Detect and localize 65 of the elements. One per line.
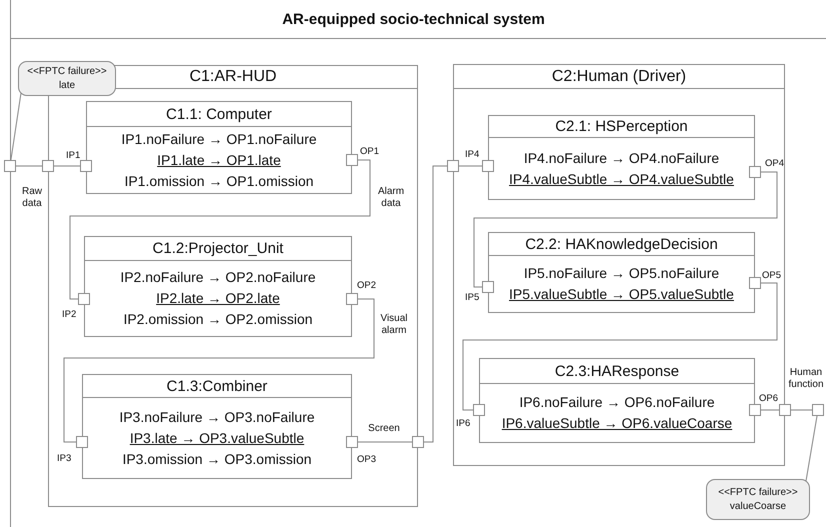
port-square — [346, 154, 358, 166]
component-box — [82, 374, 352, 479]
port-square — [76, 436, 88, 448]
failure-rule: IP5.valueSubtle → OP5.valueSubtle — [509, 285, 734, 304]
port-label: OP2 — [357, 280, 376, 291]
leader-line — [806, 416, 818, 482]
port-square — [80, 160, 92, 172]
component-box — [488, 115, 755, 200]
component-frame — [453, 64, 785, 466]
failure-rule: IP2.noFailure → OP2.noFailure — [120, 268, 316, 287]
port-square — [4, 160, 16, 172]
port-label: OP3 — [357, 454, 376, 465]
failure-rule: IP1.omission → OP1.omission — [124, 172, 314, 190]
port-square — [749, 277, 761, 289]
failure-rule: IP4.noFailure → OP4.noFailure — [524, 148, 720, 168]
component-box — [84, 236, 352, 337]
port-square — [482, 160, 494, 172]
port-label: OP5 — [762, 270, 782, 281]
note-text: <<FPTC failure>> — [718, 486, 798, 500]
failure-rule: IP6.noFailure → OP6.noFailure — [519, 393, 715, 412]
component-box — [86, 101, 352, 194]
failure-note — [706, 479, 810, 520]
port-square — [42, 160, 54, 172]
system-frame — [10, 0, 826, 527]
port-label: IP4 — [465, 149, 480, 160]
port-square — [346, 293, 358, 305]
connector-line — [70, 160, 370, 300]
connector-line — [462, 282, 778, 410]
failure-rule: IP3.omission → OP3.omission — [122, 450, 312, 468]
connector-line — [424, 166, 448, 442]
port-square — [412, 436, 424, 448]
port-square — [779, 404, 791, 416]
failure-rule: IP1.noFailure → OP1.noFailure — [121, 130, 317, 148]
failure-rule: IP2.omission → OP2.omission — [123, 310, 313, 329]
port-square — [346, 436, 358, 448]
port-label: IP2 — [62, 309, 76, 320]
port-label: OP1 — [360, 146, 380, 157]
failure-rule: IP3.late → OP3.valueSubtle — [130, 428, 304, 448]
port-label: IP1 — [66, 150, 80, 161]
port-square — [447, 160, 459, 172]
component-box — [479, 358, 755, 443]
connector-line — [64, 298, 374, 442]
failure-rule: IP3.noFailure → OP3.noFailure — [119, 408, 315, 426]
port-label: OP6 — [759, 393, 778, 404]
failure-rule: IP5.noFailure → OP5.noFailure — [524, 264, 720, 283]
note-text: valueCoarse — [730, 500, 786, 514]
port-square — [749, 166, 761, 178]
port-square — [473, 404, 485, 416]
failure-rule: IP1.late → OP1.late — [157, 150, 281, 170]
connector-line — [474, 172, 778, 288]
failure-rule: IP6.valueSubtle → OP6.valueCoarse — [502, 414, 732, 433]
component-box — [488, 232, 755, 313]
leader-line — [10, 92, 22, 160]
port-square — [749, 404, 761, 416]
port-label: IP6 — [456, 418, 470, 429]
port-label: IP3 — [57, 453, 72, 464]
failure-rule: IP4.valueSubtle → OP4.valueSubtle — [509, 170, 734, 188]
failure-rule: IP2.late → OP2.late — [156, 289, 280, 308]
frame-title: AR-equipped socio-technical system — [11, 0, 826, 39]
port-square — [482, 281, 494, 293]
port-square — [812, 404, 824, 416]
port-square — [78, 293, 90, 305]
failure-note — [18, 61, 116, 96]
port-label: IP5 — [465, 292, 480, 303]
port-label: OP4 — [765, 158, 784, 169]
